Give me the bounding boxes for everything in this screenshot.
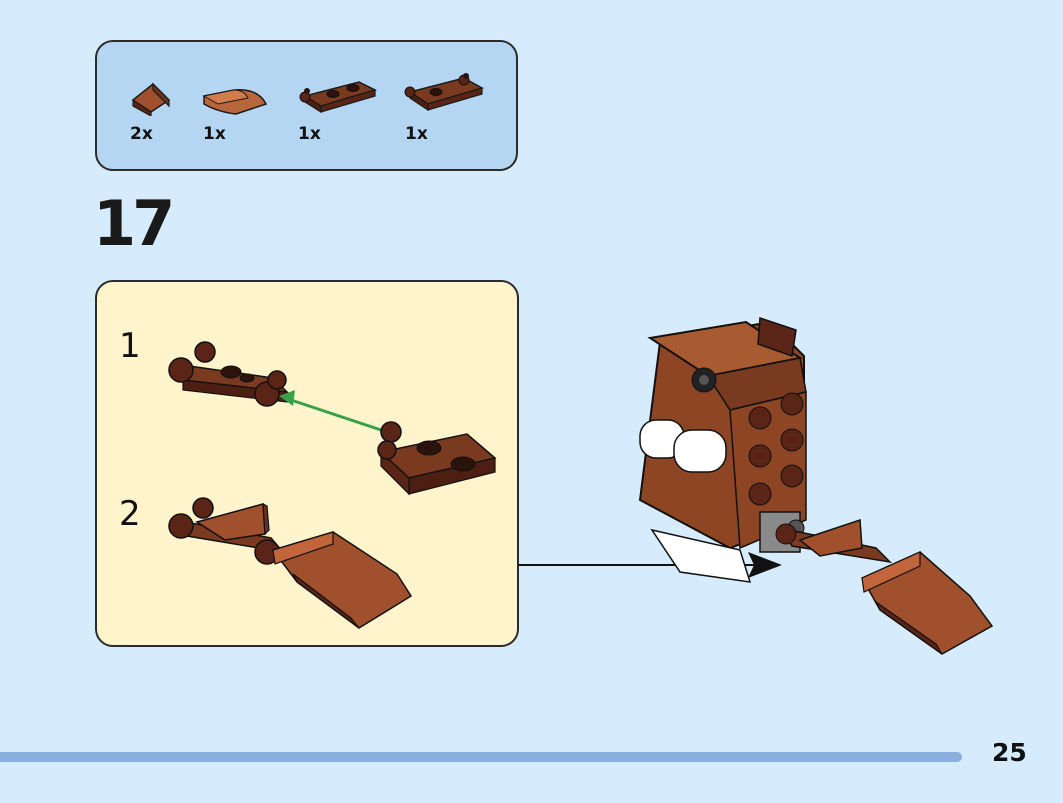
part-quantity: 1x bbox=[203, 124, 226, 144]
step-number: 17 bbox=[93, 187, 175, 260]
page-number: 25 bbox=[992, 738, 1027, 767]
parts-list-callout: 2x 1x 1x 1x bbox=[95, 40, 518, 171]
part-quantity: 1x bbox=[405, 124, 428, 144]
clip-plate-left-icon bbox=[295, 70, 381, 114]
clip-plate-icon bbox=[168, 341, 290, 407]
part-quantity: 2x bbox=[130, 124, 153, 144]
green-arrow-icon bbox=[279, 390, 388, 434]
curved-slope-icon bbox=[200, 82, 270, 120]
substep-number: 2 bbox=[119, 494, 141, 534]
sea-creature-model-icon bbox=[638, 316, 994, 655]
substep-callout: 1 2 bbox=[95, 280, 519, 647]
clip-plate-icon bbox=[377, 421, 497, 496]
flipper-assembly-icon bbox=[168, 497, 413, 629]
clip-plate-right-icon bbox=[402, 70, 488, 114]
page-progress-bar bbox=[0, 752, 962, 762]
slope-brick-icon bbox=[129, 80, 175, 116]
substep-number: 1 bbox=[119, 326, 141, 366]
substep-illustration bbox=[168, 341, 497, 629]
part-quantity: 1x bbox=[298, 124, 321, 144]
